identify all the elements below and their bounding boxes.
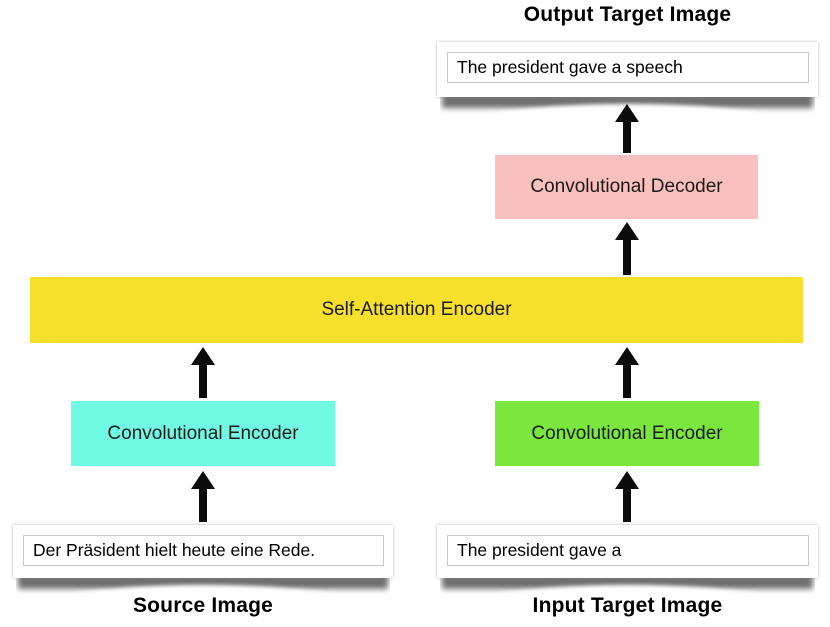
input-target-image-label: Input Target Image [532, 594, 723, 617]
conv-encoder-target-block: Convolutional Encoder [495, 401, 759, 466]
source-text-input-box: Der Präsident hielt heute eine Rede. [23, 535, 384, 566]
self-attention-encoder-block: Self-Attention Encoder [30, 277, 803, 343]
conv-decoder-label: Convolutional Decoder [530, 176, 723, 197]
arrow-selfattention-to-decoder-icon [614, 222, 640, 275]
arrow-source-encoder-to-selfattention-icon [190, 347, 216, 398]
conv-encoder-source-label: Convolutional Encoder [107, 422, 299, 444]
self-attention-encoder-label: Self-Attention Encoder [321, 299, 512, 320]
input-target-text-card: The president gave a [437, 525, 818, 578]
arrow-source-card-to-encoder-icon [190, 471, 216, 522]
conv-encoder-source-block: Convolutional Encoder [71, 401, 335, 466]
conv-encoder-target-label: Convolutional Encoder [531, 422, 723, 444]
output-target-image-title: Output Target Image [523, 3, 732, 26]
conv-decoder-block: Convolutional Decoder [495, 155, 758, 219]
output-text-input-box: The president gave a speech [447, 52, 809, 83]
arrow-decoder-to-output-icon [614, 104, 640, 153]
source-text-card: Der Präsident hielt heute eine Rede. [13, 525, 393, 578]
input-target-text-input-box: The president gave a [447, 535, 809, 566]
arrow-target-encoder-to-selfattention-icon [614, 347, 640, 398]
output-text-card: The president gave a speech [437, 42, 818, 97]
arrow-target-card-to-encoder-icon [614, 471, 640, 522]
source-image-label: Source Image [132, 594, 274, 617]
